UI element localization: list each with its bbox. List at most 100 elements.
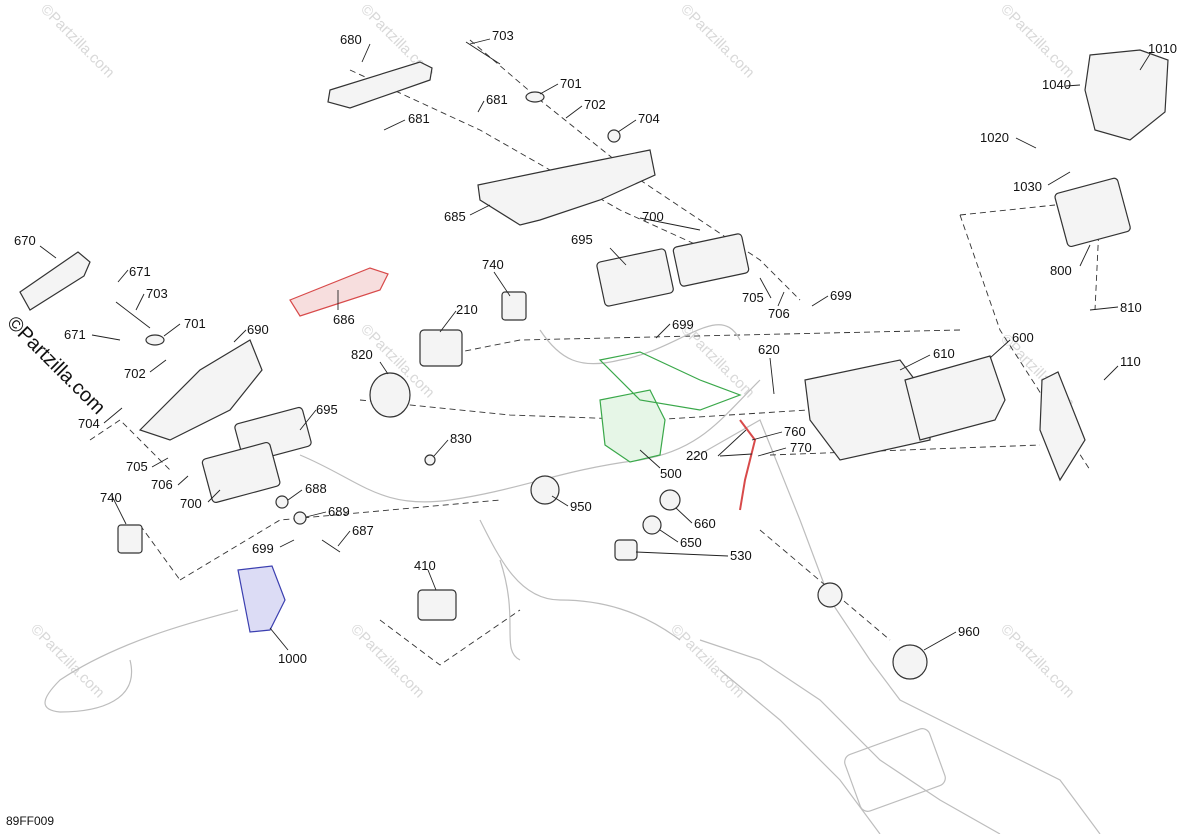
watermark: ©Partzilla.com [27,621,108,702]
part-701-grommet [145,334,165,346]
part-820-horn [369,372,411,418]
callout-705[interactable]: 705 [742,290,764,305]
callout-706[interactable]: 706 [151,477,173,492]
callout-610[interactable]: 610 [933,346,955,361]
part-1000-switch [237,565,286,633]
part-1010-bracket [1084,49,1169,141]
callout-820[interactable]: 820 [351,347,373,362]
callout-740[interactable]: 740 [482,257,504,272]
callout-1030[interactable]: 1030 [1013,179,1042,194]
part-530-socket [614,539,638,561]
callout-800[interactable]: 800 [1050,263,1072,278]
part-687-bolt [321,539,341,553]
part-703-bolt [115,301,151,329]
callout-686[interactable]: 686 [333,312,355,327]
callout-960[interactable]: 960 [958,624,980,639]
callout-701[interactable]: 701 [560,76,582,91]
callout-760[interactable]: 760 [784,424,806,439]
part-704-cap [607,129,621,143]
callout-1020[interactable]: 1020 [980,130,1009,145]
part-210-connector [419,329,463,367]
part-670-housing [19,251,91,311]
part-660-plug [659,489,681,511]
callout-703[interactable]: 703 [492,28,514,43]
callout-670[interactable]: 670 [14,233,36,248]
wiring-harness [299,324,761,661]
part-740-switch [117,524,143,554]
callout-700[interactable]: 700 [642,209,664,224]
callout-700[interactable]: 700 [180,496,202,511]
callout-620[interactable]: 620 [758,342,780,357]
callout-690[interactable]: 690 [247,322,269,337]
part-530-loom [739,419,757,511]
callout-110[interactable]: 110 [1120,354,1141,369]
part-950-switch [530,475,560,505]
callout-704[interactable]: 704 [78,416,100,431]
callout-600[interactable]: 600 [1012,330,1034,345]
callout-810[interactable]: 810 [1120,300,1142,315]
part-600-display [904,355,1006,441]
callout-830[interactable]: 830 [450,431,472,446]
watermark: ©Partzilla.com [997,1,1078,82]
watermark: ©Partzilla.com [667,621,748,702]
callout-705[interactable]: 705 [126,459,148,474]
part-610-housing [804,359,931,461]
callout-671[interactable]: 671 [129,264,151,279]
callout-500[interactable]: 500 [660,466,682,481]
callout-699[interactable]: 699 [672,317,694,332]
part-689-nut [293,511,307,525]
callout-410[interactable]: 410 [414,558,436,573]
part-700-module [201,441,281,503]
part-703-bolt [465,41,501,65]
parts [19,41,1169,713]
watermark: ©Partzilla.com [677,321,758,402]
callout-labels: 680 703 701 702 681 681 704 685 700 695 … [14,28,1177,666]
callout-701[interactable]: 701 [184,316,206,331]
callout-702[interactable]: 702 [124,366,146,381]
callout-650[interactable]: 650 [680,535,702,550]
callout-1040[interactable]: 1040 [1042,77,1071,92]
part-690-bracket [138,339,263,441]
callout-681[interactable]: 681 [486,92,508,107]
watermark: ©Partzilla.com [347,621,428,702]
part-socket [817,582,843,608]
callout-1010[interactable]: 1010 [1148,41,1177,56]
callout-1000[interactable]: 1000 [278,651,307,666]
callout-220[interactable]: 220 [686,448,708,463]
callout-702[interactable]: 702 [584,97,606,112]
part-1000-harness [44,609,239,713]
callout-681[interactable]: 681 [408,111,430,126]
watermark-layer: ©Partzilla.com ©Partzilla.com ©Partzilla… [27,1,1078,702]
callout-703[interactable]: 703 [146,286,168,301]
callout-699[interactable]: 699 [252,541,274,556]
callout-699[interactable]: 699 [830,288,852,303]
callout-530[interactable]: 530 [730,548,752,563]
part-800-ecu [1054,177,1131,248]
callout-740[interactable]: 740 [100,490,122,505]
callout-695[interactable]: 695 [571,232,593,247]
callout-695[interactable]: 695 [316,402,338,417]
part-110-bracket [1039,371,1086,482]
callout-210[interactable]: 210 [456,302,478,317]
callout-687[interactable]: 687 [352,523,374,538]
part-410-connector [417,589,457,621]
callout-770[interactable]: 770 [790,440,812,455]
watermark: ©Partzilla.com [997,621,1078,702]
figure-code: 89FF009 [6,814,55,828]
callout-706[interactable]: 706 [768,306,790,321]
callout-688[interactable]: 688 [305,481,327,496]
part-680-housing [327,61,433,109]
callout-671[interactable]: 671 [64,327,86,342]
callout-680[interactable]: 680 [340,32,362,47]
callout-685[interactable]: 685 [444,209,466,224]
part-701-grommet [525,91,545,103]
part-500-module [599,389,666,463]
callout-704[interactable]: 704 [638,111,660,126]
callout-660[interactable]: 660 [694,516,716,531]
callout-950[interactable]: 950 [570,499,592,514]
part-686-bracket [289,267,389,317]
watermark: ©Partzilla.com [677,1,758,82]
callout-689[interactable]: 689 [328,504,350,519]
